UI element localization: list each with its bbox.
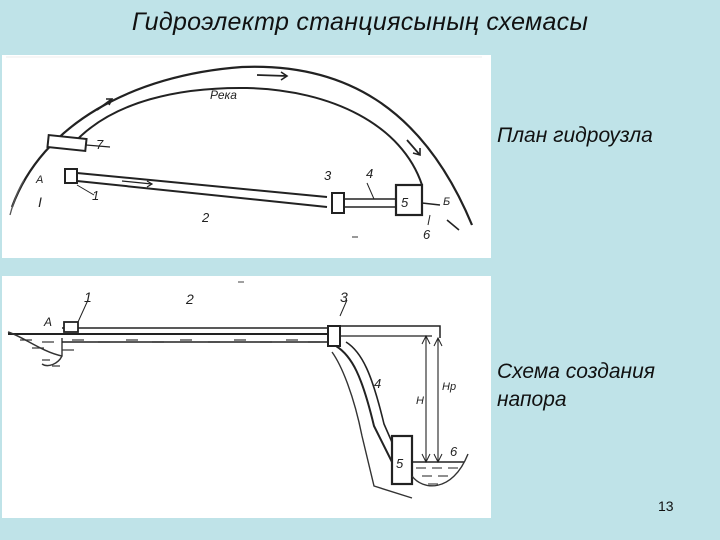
head-label-6: 6 xyxy=(450,444,458,459)
penstock-4 xyxy=(335,345,395,467)
plan-label-4: 4 xyxy=(366,166,373,181)
head-label-5: 5 xyxy=(396,456,404,471)
head-label-1: 1 xyxy=(84,289,92,305)
head-label-4: 4 xyxy=(374,376,381,391)
plan-label-5: 5 xyxy=(401,195,409,210)
page-number: 13 xyxy=(658,498,674,514)
plan-label-6: 6 xyxy=(423,227,431,242)
intake-1 xyxy=(63,321,79,333)
river-inner-bank xyxy=(71,86,423,186)
dam-7 xyxy=(46,133,88,153)
tailrace-6 xyxy=(421,202,441,206)
upper-water-hatch xyxy=(20,339,320,367)
plan-label-3: 3 xyxy=(324,168,332,183)
plan-label-b: Б xyxy=(443,196,450,208)
basin-3 xyxy=(331,192,345,214)
head-label-2: 2 xyxy=(185,291,194,307)
powerhouse-5 xyxy=(390,434,414,486)
plan-label-a: А xyxy=(35,174,43,186)
flow-arrow-1 xyxy=(96,98,113,111)
powerhouse-5 xyxy=(394,183,424,217)
plan-label-2: 2 xyxy=(201,210,210,225)
plan-label-1: 1 xyxy=(92,188,99,203)
head-label-h: Н xyxy=(416,395,424,407)
head-label-hp: Нр xyxy=(442,381,456,393)
head-label-a: А xyxy=(43,315,52,329)
reference-line xyxy=(340,325,441,338)
head-diagram: А 1 2 3 4 5 6 Н Нр xyxy=(2,276,491,518)
plan-label-a-mark: I xyxy=(38,194,42,210)
slide-title: Гидроэлектр станциясының схемасы xyxy=(131,8,589,36)
flow-arrow-2 xyxy=(256,74,288,77)
plan-label-7: 7 xyxy=(96,137,104,152)
basin-3 xyxy=(327,325,341,347)
plan-label-river: Река xyxy=(210,88,237,102)
head-label-3: 3 xyxy=(340,289,348,305)
flow-arrow-3 xyxy=(406,139,421,156)
plan-drawing: Река 7 А I 1 2 3 4 5 6 Б xyxy=(6,56,482,242)
head-caption: Схема создания напора xyxy=(497,360,655,411)
tailwater-hatch xyxy=(416,467,458,485)
plan-diagram: Река 7 А I 1 2 3 4 5 6 Б xyxy=(2,55,491,258)
intake-1 xyxy=(64,168,78,184)
head-drawing: А 1 2 3 4 5 6 Н Нр xyxy=(7,281,469,499)
flow-arrow-4 xyxy=(446,219,460,231)
plan-caption: План гидроузла xyxy=(497,124,653,147)
derivation-channel-2 xyxy=(76,172,328,198)
